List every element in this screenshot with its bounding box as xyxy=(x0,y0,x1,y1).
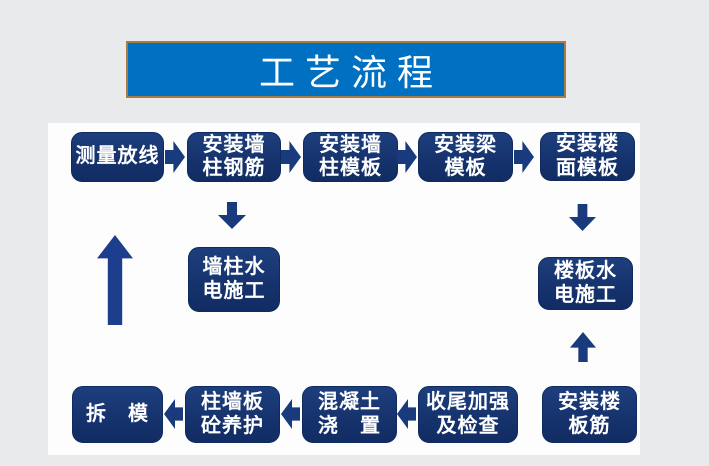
flow-box-column-wall-slab-curing: 柱墙板 砼养护 xyxy=(185,386,280,443)
flow-box-finishing-and-inspection: 收尾加强 及检查 xyxy=(418,386,518,443)
box-label: 楼板水 xyxy=(554,260,617,283)
flow-box-install-wall-column-rebar: 安装墙 柱钢筋 xyxy=(187,132,281,182)
box-label: 安装楼 xyxy=(556,133,619,156)
box-label: 柱模板 xyxy=(319,157,382,179)
box-label: 砼养护 xyxy=(201,414,264,437)
flow-box-install-floor-slab-rebar: 安装楼 板筋 xyxy=(542,386,637,443)
box-label: 电施工 xyxy=(554,283,617,306)
flow-box-strip-formwork: 拆 模 xyxy=(72,386,163,443)
box-label: 浇 置 xyxy=(318,414,381,437)
box-label: 收尾加强 xyxy=(426,391,510,414)
box-label: 安装墙 xyxy=(319,133,382,156)
box-label: 面模板 xyxy=(556,156,619,179)
flow-box-install-beam-formwork: 安装梁 模板 xyxy=(418,132,513,182)
box-label: 安装墙 xyxy=(202,133,266,156)
box-label: 及检查 xyxy=(436,414,500,437)
box-label: 安装梁 xyxy=(434,133,497,156)
flow-box-install-wall-column-formwork: 安装墙 柱模板 xyxy=(303,132,398,182)
flow-box-floor-slab-mep: 楼板水 电施工 xyxy=(538,257,633,310)
box-label: 拆 模 xyxy=(86,402,149,425)
box-label: 柱墙板 xyxy=(201,391,264,414)
page-title: 工艺流程 xyxy=(258,52,443,94)
box-label: 测量放线 xyxy=(75,145,160,168)
box-label: 柱钢筋 xyxy=(202,157,266,179)
box-label: 板筋 xyxy=(568,414,611,437)
box-label: 安装楼 xyxy=(558,391,621,414)
flow-box-install-floor-formwork: 安装楼 面模板 xyxy=(540,132,635,181)
box-label: 电施工 xyxy=(202,279,266,302)
flow-box-wall-column-mep: 墙柱水 电施工 xyxy=(188,247,280,312)
box-label: 模板 xyxy=(444,157,487,179)
title-banner: 工艺流程 xyxy=(126,41,566,98)
box-label: 墙柱水 xyxy=(202,256,266,279)
box-label: 混凝土 xyxy=(318,391,381,414)
flow-box-concrete-pouring: 混凝土 浇 置 xyxy=(302,386,397,443)
flow-box-measure-layout: 测量放线 xyxy=(71,132,164,182)
